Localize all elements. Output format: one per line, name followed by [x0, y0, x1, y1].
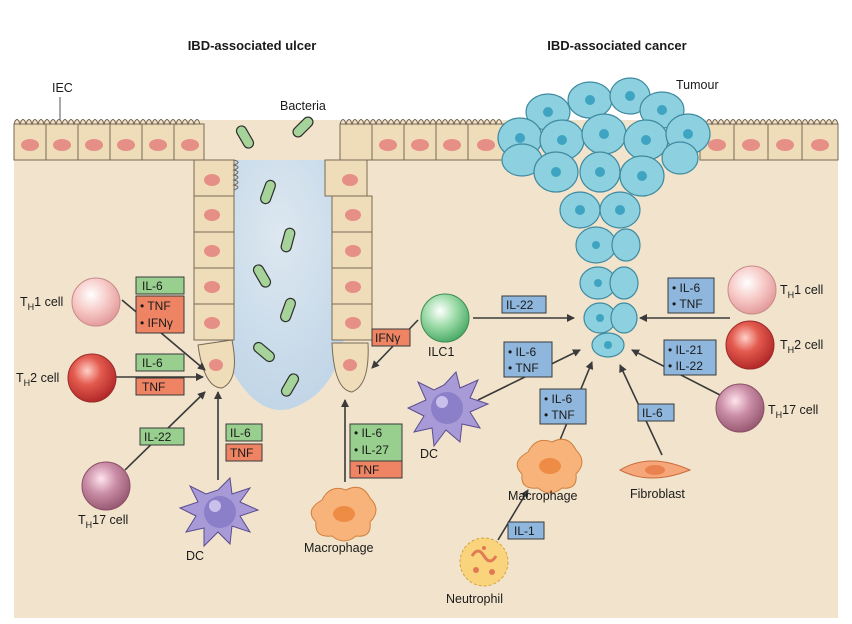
macrophage-right-icon	[516, 438, 583, 494]
cyt-th1-il6: IL-6	[142, 279, 163, 293]
dc-right-icon	[406, 370, 490, 448]
cyt-dc-r-tnf: • TNF	[508, 361, 539, 375]
cyt-dc-tnf: TNF	[230, 446, 253, 460]
neutrophil-icon	[459, 537, 509, 587]
cyt-th2-r-il22: • IL-22	[668, 359, 703, 373]
macrophage-left-icon	[310, 486, 377, 542]
label-bacteria: Bacteria	[280, 99, 326, 113]
th2-cell-right	[725, 320, 775, 370]
label-macrophage-right: Macrophage	[508, 489, 578, 503]
cyt-mac-il6: • IL-6	[354, 426, 383, 440]
bacteria-group	[235, 116, 314, 397]
cytokine-boxes-right	[501, 277, 717, 540]
cyt-th1-r-tnf: • TNF	[672, 297, 703, 311]
ulcer-lumen	[214, 160, 346, 410]
th2-cell-left	[67, 353, 117, 403]
cyt-mac-r-il6: • IL-6	[544, 392, 573, 406]
cyt-neu-il1: IL-1	[514, 524, 535, 538]
epithelium-left	[13, 119, 205, 161]
label-iec: IEC	[52, 81, 73, 95]
crypt-left-wall	[193, 159, 239, 389]
cyt-dc-il6: IL-6	[230, 426, 251, 440]
cyt-ilc1-ifng: IFNγ	[375, 331, 400, 345]
th1-cell-left	[71, 277, 121, 327]
cyt-mac-il27: • IL-27	[354, 443, 389, 457]
cyt-mac-r-tnf: • TNF	[544, 408, 575, 422]
cyt-th1-ifng: • IFNγ	[140, 316, 173, 330]
title-cancer: IBD-associated cancer	[547, 38, 686, 53]
cyt-th1-r-il6: • IL-6	[672, 281, 701, 295]
th1-cell-right	[727, 265, 777, 315]
cyt-fib-il6: IL-6	[642, 406, 663, 420]
cytokine-boxes-left	[135, 276, 411, 479]
ilc1-cell	[420, 293, 470, 343]
crypt-right-wall	[324, 159, 373, 393]
label-th17-left: TH17 cell	[78, 513, 128, 530]
label-macrophage-left: Macrophage	[304, 541, 374, 555]
cyt-th2-il6: IL-6	[142, 356, 163, 370]
th17-cell-right	[715, 383, 765, 433]
cyt-th2-r-il21: • IL-21	[668, 343, 703, 357]
cyt-th1-tnf: • TNF	[140, 299, 171, 313]
cyt-th2-tnf: TNF	[142, 380, 165, 394]
title-ulcer: IBD-associated ulcer	[188, 38, 317, 53]
label-th2-right: TH2 cell	[780, 338, 823, 355]
label-fibroblast: Fibroblast	[630, 487, 685, 501]
cyt-ilc1-il22: IL-22	[506, 298, 534, 312]
cyt-mac-tnf: TNF	[356, 463, 379, 477]
label-th1-left: TH1 cell	[20, 295, 63, 312]
label-tumour: Tumour	[676, 78, 719, 92]
label-ilc1: ILC1	[428, 345, 454, 359]
cyt-dc-r-il6: • IL-6	[508, 345, 537, 359]
label-th17-right: TH17 cell	[768, 403, 818, 420]
label-neutrophil: Neutrophil	[446, 592, 503, 606]
label-dc-right: DC	[420, 447, 438, 461]
label-th1-right: TH1 cell	[780, 283, 823, 300]
dc-left-icon	[178, 476, 260, 548]
label-dc-left: DC	[186, 549, 204, 563]
fibroblast-icon	[618, 460, 692, 479]
cyt-th17-il22: IL-22	[144, 430, 172, 444]
tumour-nuclei	[515, 91, 693, 349]
epithelium-right	[699, 119, 839, 161]
label-th2-left: TH2 cell	[16, 371, 59, 388]
th17-cell-left	[81, 461, 131, 511]
epithelium-middle	[339, 119, 506, 161]
